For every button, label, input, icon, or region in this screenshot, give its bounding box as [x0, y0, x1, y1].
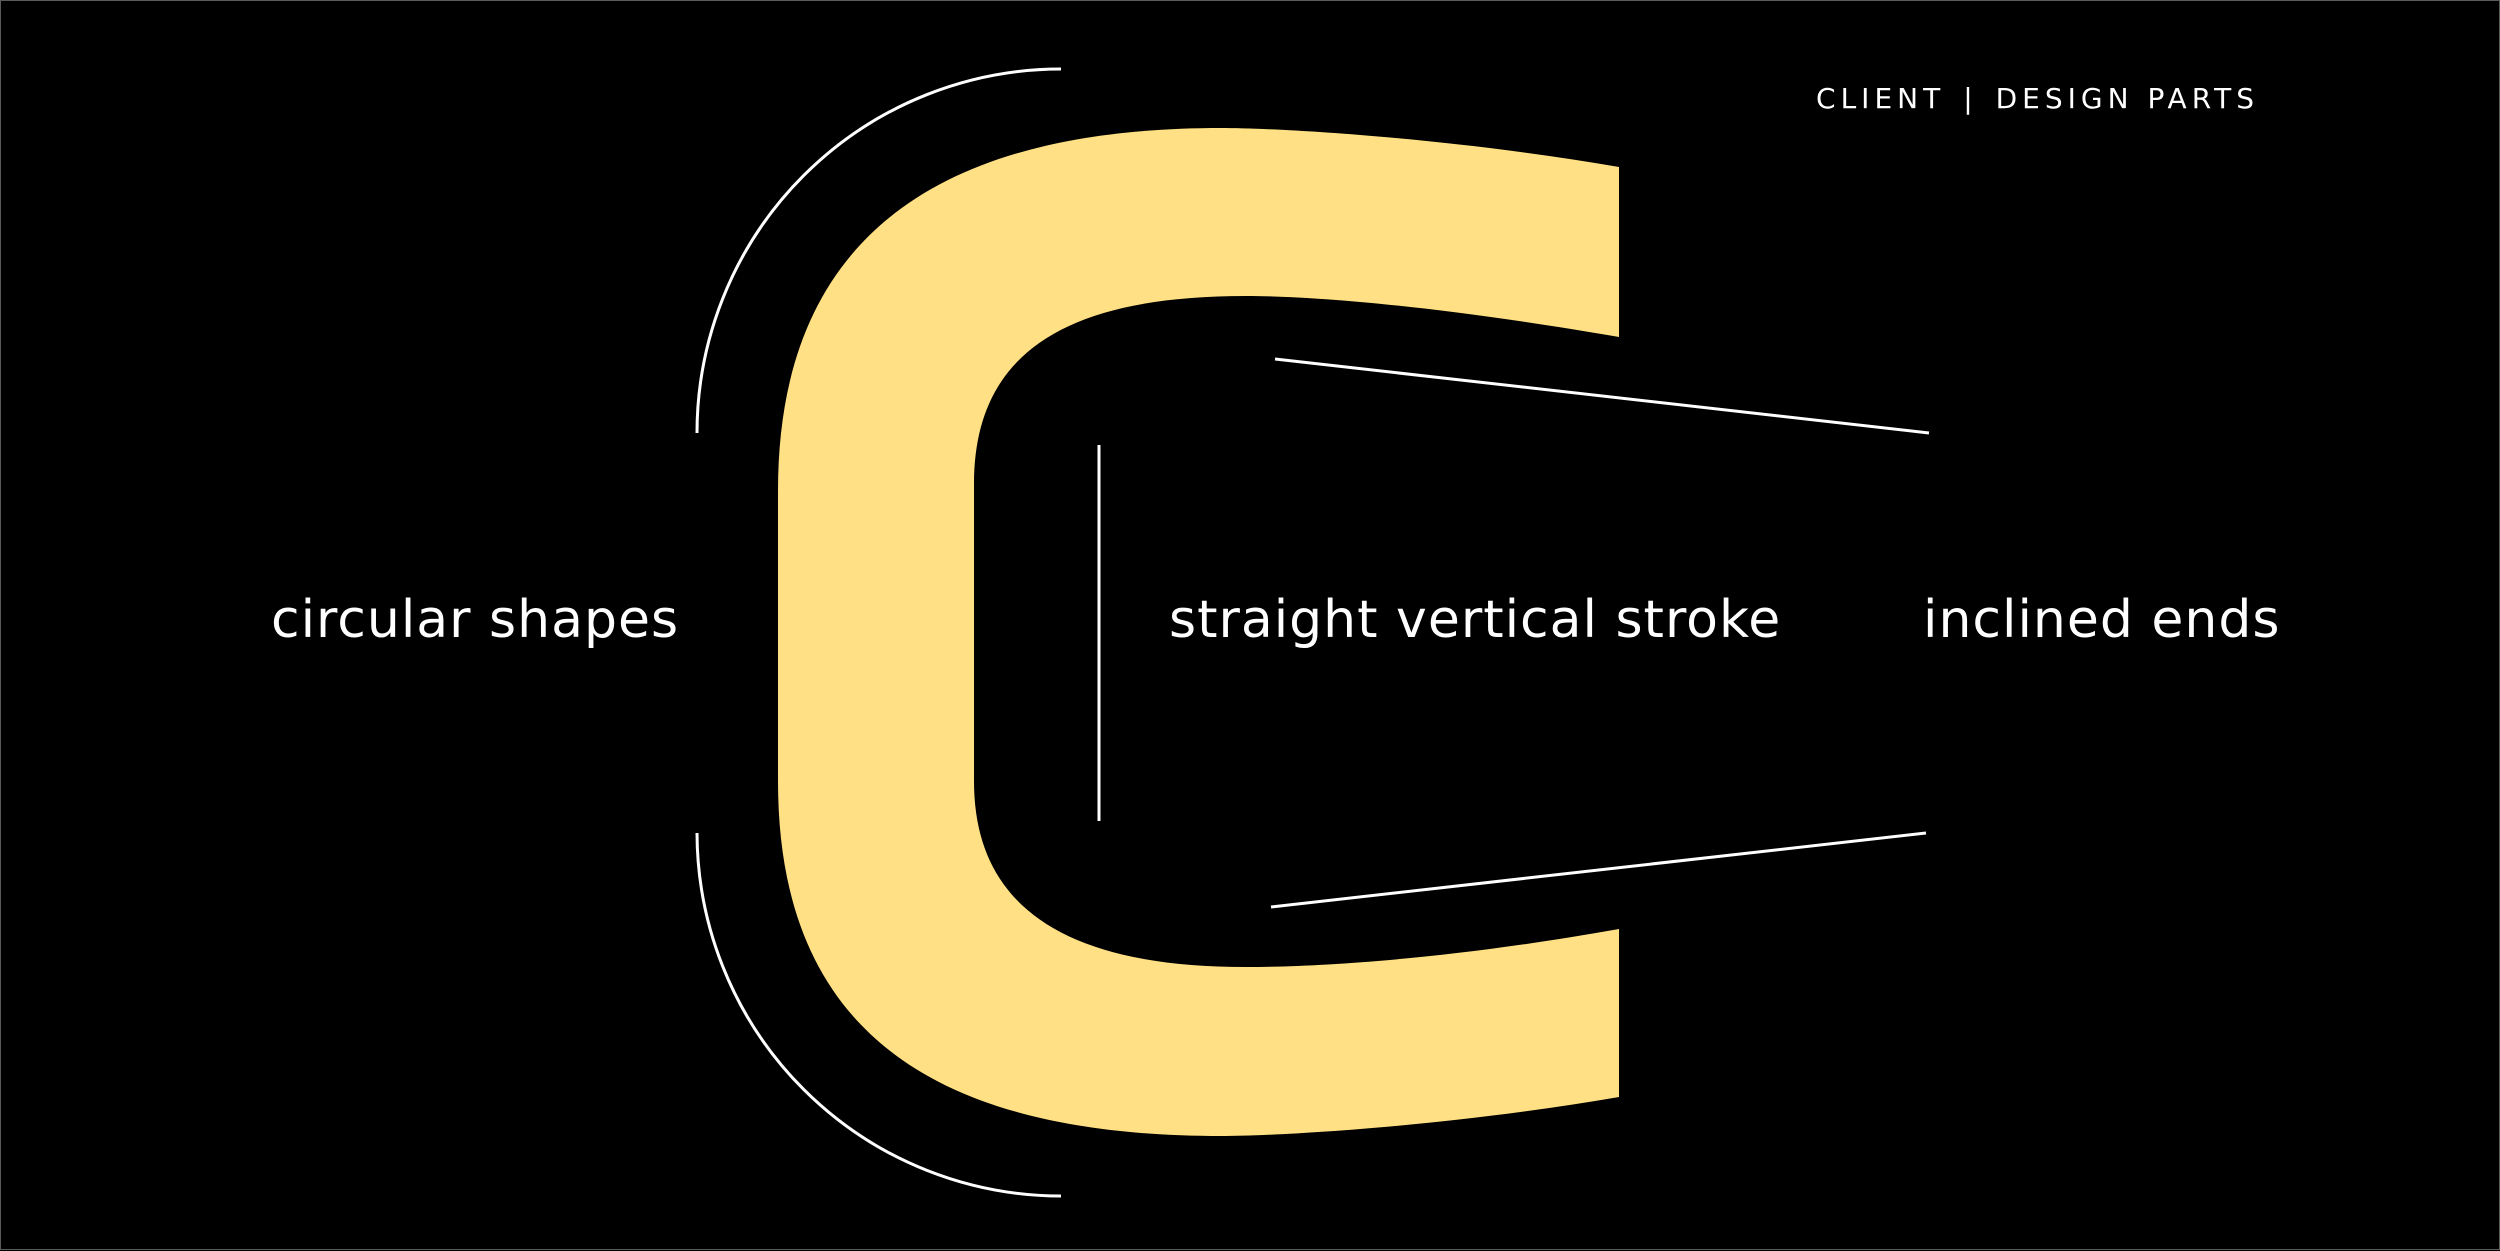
label-straight-vertical-stroke: straight vertical stroke	[1169, 590, 1782, 650]
header-title: CLIENT | DESIGN PARTS	[1816, 85, 2259, 113]
inclined-guide-bottom	[1270, 831, 1927, 909]
glyph-c	[778, 128, 1619, 1136]
label-circular-shapes: circular shapes	[271, 590, 680, 650]
header-separator: |	[1963, 82, 1978, 115]
label-inclined-ends: inclined ends	[1923, 590, 2281, 650]
circular-guide-bottom	[695, 832, 1062, 1198]
header-design-parts: DESIGN PARTS	[1995, 82, 2259, 115]
inclined-guide-top	[1274, 357, 1930, 435]
header-client: CLIENT	[1816, 82, 1946, 115]
circular-guide-top	[695, 67, 1062, 434]
